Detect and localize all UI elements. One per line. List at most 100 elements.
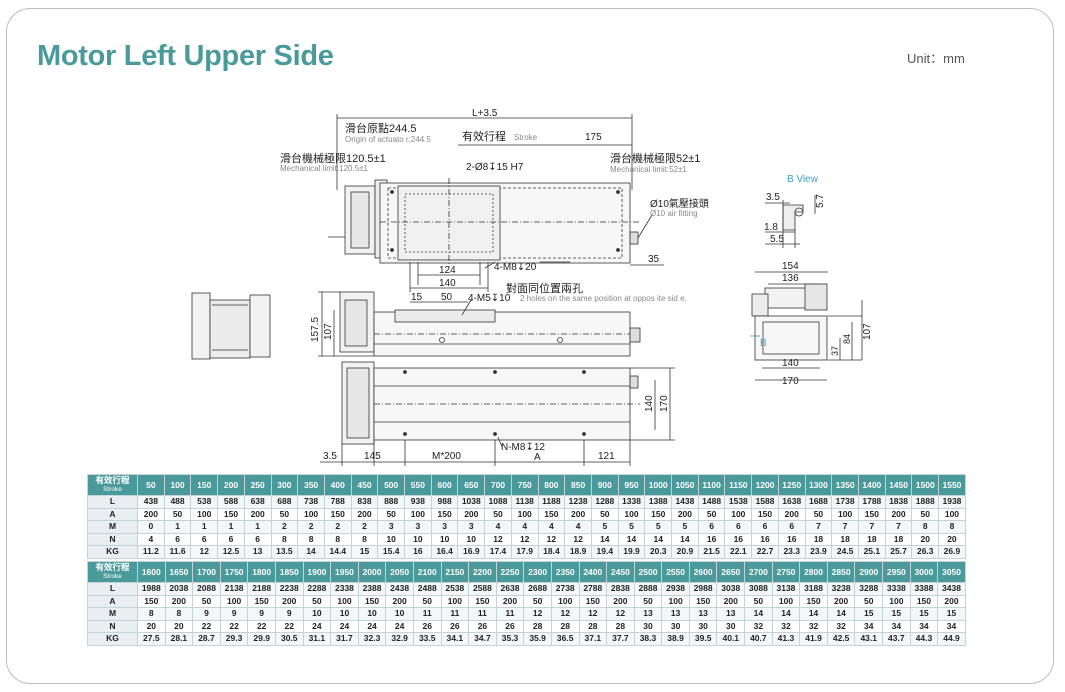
table-cell: 50 xyxy=(697,507,726,521)
side-view xyxy=(318,291,641,357)
table-cell: 20 xyxy=(911,532,940,546)
stroke-value: 1650 xyxy=(164,561,194,583)
table-cell: 2238 xyxy=(274,582,304,596)
table-cell: 150 xyxy=(909,594,939,608)
stroke-value: 600 xyxy=(430,474,459,496)
table-cell: 2088 xyxy=(192,582,221,596)
table-cell: 1188 xyxy=(537,495,566,509)
table-cell: 28.7 xyxy=(192,632,221,646)
table-cell: 15 xyxy=(350,545,379,559)
table-cell: 50 xyxy=(854,594,884,608)
table-cell: 9 xyxy=(274,607,304,621)
table-cell: 150 xyxy=(644,507,673,521)
table-cell: 200 xyxy=(671,507,699,521)
holes-en: 2 holes on the same position at oppos it… xyxy=(520,294,687,303)
table-cell: 3388 xyxy=(909,582,939,596)
stroke-value: 2000 xyxy=(357,561,387,583)
table-cell: 15 xyxy=(937,607,966,621)
table-cell: 100 xyxy=(938,507,966,521)
stroke-value: 750 xyxy=(510,474,539,496)
table-cell: 32.9 xyxy=(385,632,414,646)
table-cell: 12 xyxy=(578,607,608,621)
table-cell: 18 xyxy=(804,532,833,546)
table-cell: 1238 xyxy=(564,495,592,509)
table-cell: 3 xyxy=(457,520,486,534)
table-cell: 10 xyxy=(385,607,414,621)
table-cell: 29.9 xyxy=(247,632,276,646)
table-cell: 200 xyxy=(777,507,806,521)
dim-107-side: 107 xyxy=(323,323,334,340)
stroke-value: 350 xyxy=(297,474,325,496)
table-cell: 20 xyxy=(137,619,166,633)
table-cell: 6 xyxy=(724,520,753,534)
table-cell: 7 xyxy=(804,520,833,534)
table-cell: 36.5 xyxy=(550,632,580,646)
table-cell: 30 xyxy=(661,619,690,633)
table-cell: 35.9 xyxy=(523,632,552,646)
dim-35: 35 xyxy=(648,254,660,265)
table-cell: 11.2 xyxy=(137,545,165,559)
table-cell: 16.4 xyxy=(430,545,459,559)
table-cell: 2538 xyxy=(440,582,470,596)
table-cell: 538 xyxy=(190,495,219,509)
mech-left-en: Mechanical limit:120.5±1 xyxy=(280,164,369,173)
stroke-value: 1850 xyxy=(274,561,304,583)
table-cell: 50 xyxy=(302,594,332,608)
table-cell: 30.5 xyxy=(274,632,304,646)
table-cell: 150 xyxy=(247,594,276,608)
table-cell: 6 xyxy=(190,532,219,546)
stroke-value: 2800 xyxy=(799,561,828,583)
table-cell: 3038 xyxy=(716,582,746,596)
stroke-value: 2550 xyxy=(661,561,690,583)
table-cell: 13.5 xyxy=(270,545,299,559)
table-cell: 30 xyxy=(716,619,746,633)
table-cell: 100 xyxy=(297,507,325,521)
table-cell: 888 xyxy=(377,495,406,509)
table-cell: 14 xyxy=(799,607,828,621)
table-cell: 26.3 xyxy=(911,545,940,559)
stroke-value: 1250 xyxy=(777,474,806,496)
table-cell: 16 xyxy=(777,532,806,546)
left-motor-view xyxy=(191,292,271,360)
table-cell: 12 xyxy=(523,607,552,621)
mech-right-en: Mechanical limit:52±1 xyxy=(610,165,687,174)
table-cell: 3 xyxy=(377,520,406,534)
stroke-value: 1750 xyxy=(219,561,249,583)
b-dim-55: 5.5 xyxy=(770,234,784,245)
table-cell: 200 xyxy=(495,594,525,608)
table-cell: 14 xyxy=(644,532,673,546)
table-cell: 32.3 xyxy=(357,632,387,646)
table-cell: 12 xyxy=(484,532,512,546)
table-cell: 12 xyxy=(550,607,580,621)
table-cell: 3 xyxy=(404,520,432,534)
stroke-value: 950 xyxy=(617,474,646,496)
table-cell: 2138 xyxy=(219,582,249,596)
row-label: M xyxy=(87,607,138,621)
table-cell: 26.9 xyxy=(938,545,966,559)
table-cell: 44.3 xyxy=(909,632,939,646)
stroke-value: 2150 xyxy=(440,561,470,583)
table-cell: 20 xyxy=(938,532,966,546)
table-cell: 34 xyxy=(854,619,884,633)
table-cell: 2338 xyxy=(330,582,359,596)
table-cell: 43.7 xyxy=(882,632,911,646)
stroke-value: 1900 xyxy=(302,561,332,583)
table-cell: 15.4 xyxy=(377,545,406,559)
table-cell: 100 xyxy=(831,507,859,521)
stroke-value: 2900 xyxy=(854,561,884,583)
tap-m5: 4-M5↧10 xyxy=(468,293,511,304)
table-cell: 438 xyxy=(137,495,165,509)
b-dim-57: 5.7 xyxy=(815,194,826,208)
table-cell: 7 xyxy=(831,520,859,534)
table-cell: 15 xyxy=(909,607,939,621)
table-cell: 2988 xyxy=(688,582,718,596)
table-cell: 6 xyxy=(163,532,192,546)
table-cell: 22 xyxy=(274,619,304,633)
stroke-value: 2350 xyxy=(550,561,580,583)
table-cell: 24 xyxy=(357,619,387,633)
table-cell: 5 xyxy=(644,520,673,534)
table-cell: 25.1 xyxy=(857,545,886,559)
